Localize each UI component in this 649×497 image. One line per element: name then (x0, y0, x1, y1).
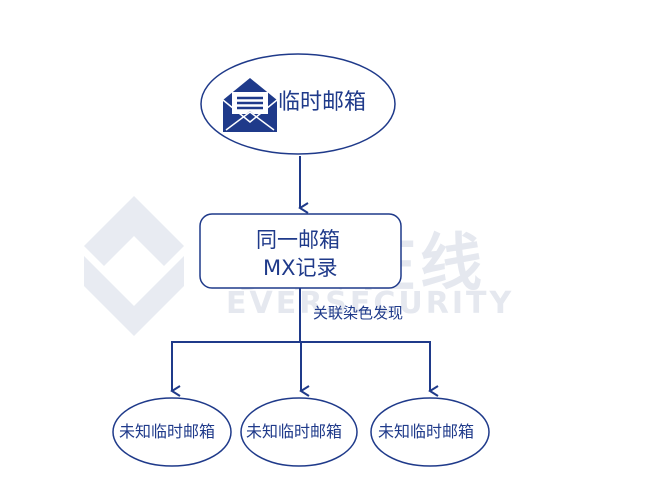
leaf-node-3 (370, 397, 490, 467)
leaf-node-2 (240, 397, 358, 467)
leaf-node-3-label: 未知临时邮箱 (378, 422, 475, 441)
watermark-text-en: EVERSECURITY (226, 286, 515, 321)
leaf-node-1 (112, 397, 232, 467)
root-node-label: 临时邮箱 (278, 90, 367, 115)
branch-label: 关联染色发现 (313, 304, 404, 322)
open-envelope-icon (222, 78, 278, 132)
middle-node-line2: MX记录 (263, 256, 338, 280)
leaf-node-1-label: 未知临时邮箱 (119, 422, 216, 441)
leaf-node-2-label: 未知临时邮箱 (246, 422, 343, 441)
middle-node-line1: 同一邮箱 (256, 228, 340, 252)
